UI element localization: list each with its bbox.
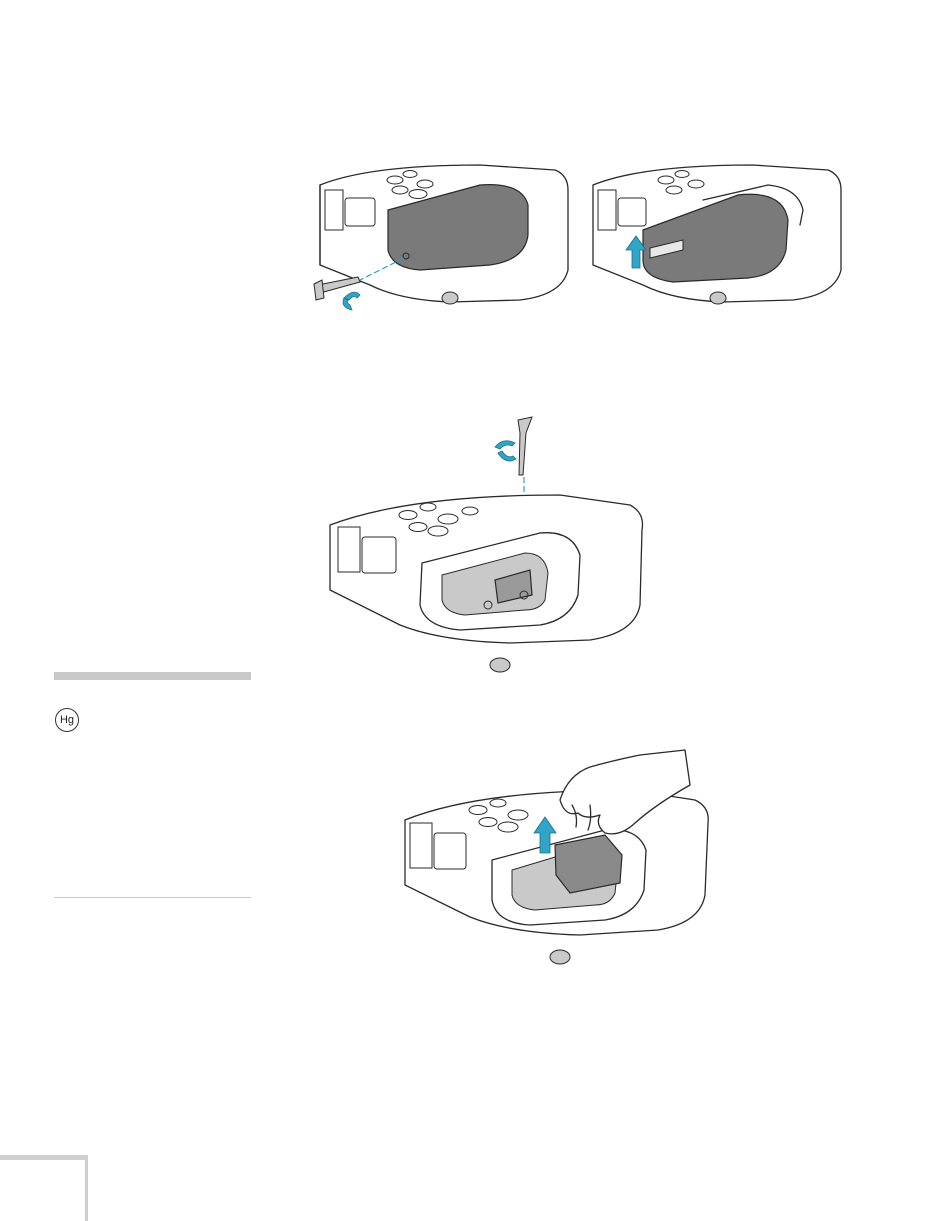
screwdriver-icon <box>314 277 360 310</box>
page-corner-vertical <box>85 1155 88 1221</box>
screwdriver-icon <box>495 417 532 475</box>
note-top-rule <box>54 672 251 680</box>
page-corner-rule <box>0 1155 88 1160</box>
figure-lift-lamp-cover <box>588 160 848 320</box>
figure-loosen-cover-screw <box>300 160 570 320</box>
figure-loosen-lamp-screws <box>320 415 660 685</box>
note-bottom-rule <box>54 897 251 898</box>
mercury-hg-icon: Hg <box>55 708 79 732</box>
figure-pull-lamp-out <box>400 745 720 975</box>
